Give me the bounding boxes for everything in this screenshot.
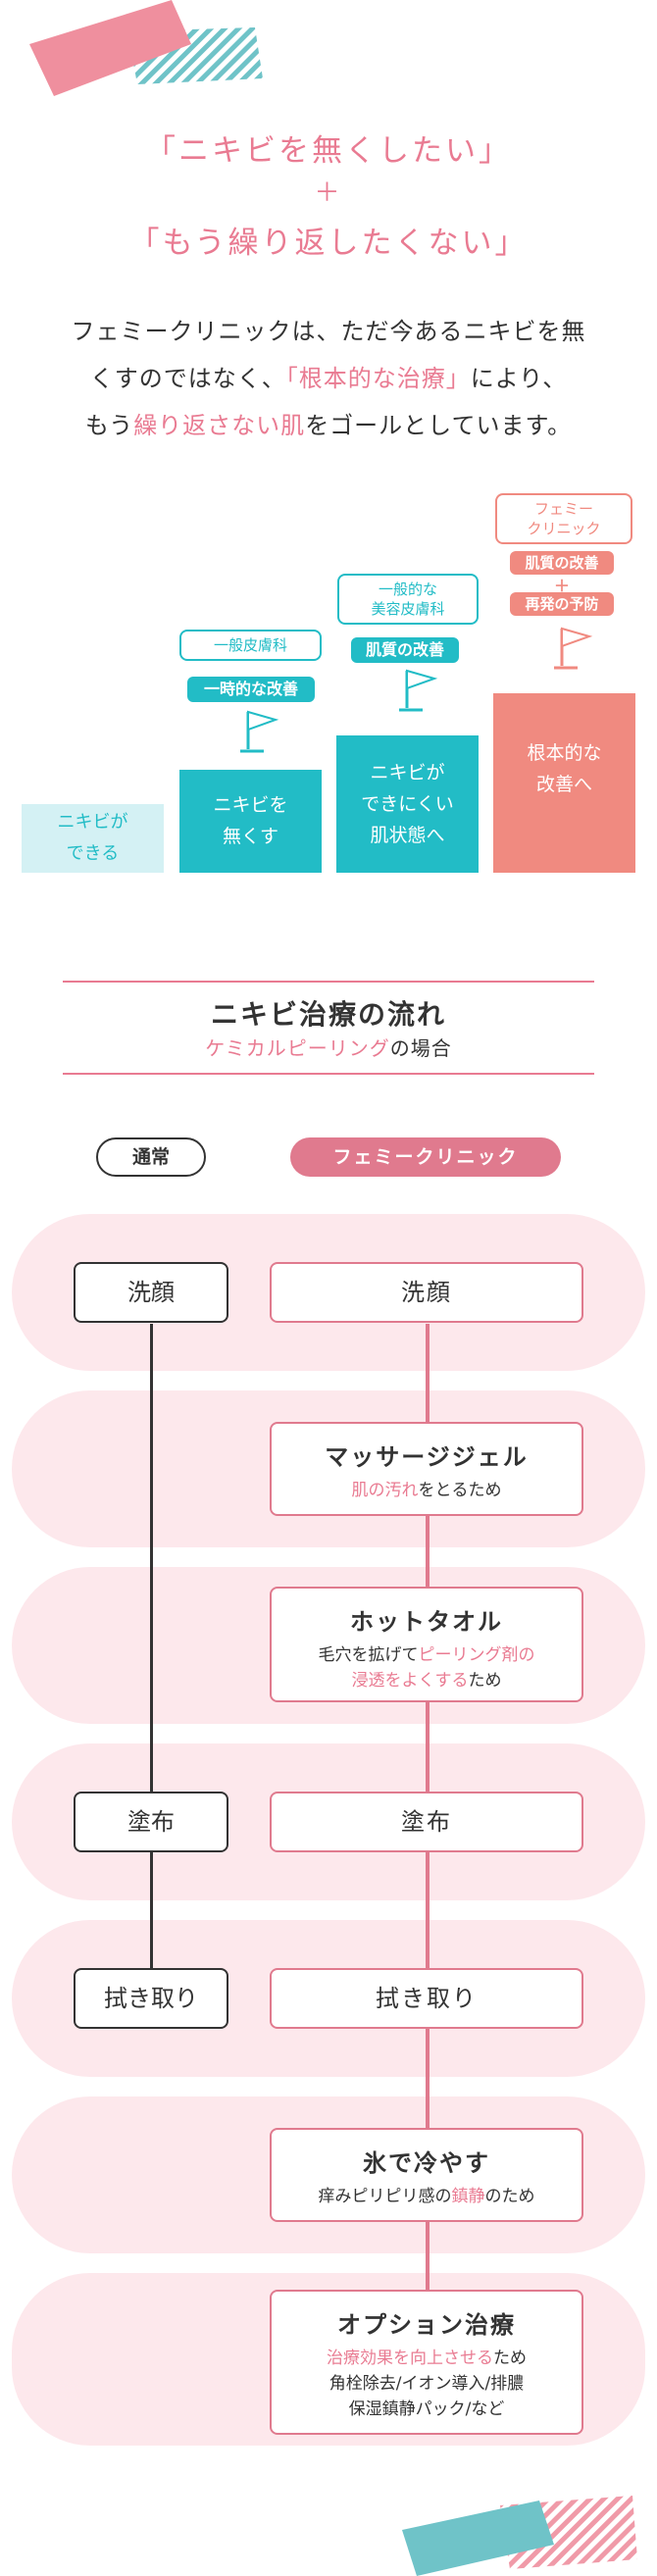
femy-clinic-label: フェミー クリニック: [495, 493, 632, 544]
clinic-step-hot-towel: ホットタオル 毛穴を拡げてピーリング剤の 浸透をよくするため: [270, 1587, 583, 1702]
skin-quality-improvement-pill: 肌質の改善: [510, 551, 614, 575]
step-description-highlight: 肌の汚れ: [351, 1481, 419, 1500]
step-description-highlight: 浸透をよくする: [351, 1671, 469, 1691]
recurrence-prevention-pill: 再発の予防: [510, 592, 614, 616]
step-description: 治療効果を向上させるため: [272, 2346, 581, 2371]
step-acne-forms-text: ニキビが できる: [22, 807, 164, 870]
step-diagram: ニキビが できる ニキビを 無くす ニキビが できにくい 肌状態へ 根本的な 改…: [0, 480, 657, 873]
step-remove-acne: ニキビを 無くす: [179, 770, 322, 873]
step-label: 無くす: [222, 826, 278, 847]
clinic-step-wash: 洗顔: [270, 1262, 583, 1323]
headline-line1: 「ニキビを無くしたい」: [145, 133, 512, 169]
flag-icon: [399, 669, 438, 712]
flow-subtitle: ケミカルピーリングの場合: [0, 1033, 657, 1061]
step-root-improvement-text: 根本的な 改善へ: [493, 737, 635, 800]
general-dermatology-label: 一般皮膚科: [179, 630, 322, 661]
step-title: 塗布: [401, 1808, 452, 1836]
step-remove-acne-text: ニキビを 無くす: [179, 789, 322, 852]
temporary-improvement-pill: 一時的な改善: [187, 677, 315, 702]
intro-line2: くすのではなく、「根本的な治療」により、: [0, 355, 657, 402]
label-line: クリニック: [527, 520, 601, 537]
tab-normal[interactable]: 通常: [96, 1137, 206, 1177]
step-acne-forms: ニキビが できる: [22, 804, 164, 873]
step-label: 肌状態へ: [370, 825, 445, 846]
tab-femy-clinic[interactable]: フェミークリニック: [290, 1137, 561, 1177]
step-description-text: 痒みピリピリ感の: [318, 2187, 452, 2206]
step-description: 痒みピリピリ感の鎮静のため: [272, 2184, 581, 2209]
plus-sign: ＋: [553, 577, 570, 595]
step-description-text: ため: [493, 2349, 527, 2368]
step-description-text: をとるため: [418, 1481, 502, 1500]
step-acne-resistant-skin: ニキビが できにくい 肌状態へ: [336, 735, 479, 873]
intro-paragraph: フェミークリニックは、ただ今あるニキビを無 くすのではなく、「根本的な治療」によ…: [0, 308, 657, 449]
headline-plus: ＋: [314, 178, 343, 208]
step-root-improvement: 根本的な 改善へ: [493, 693, 635, 873]
step-title: 拭き取り: [376, 1985, 478, 2012]
step-label: ニキビを: [213, 794, 288, 816]
flow-title: ニキビ治療の流れ: [210, 998, 446, 1031]
headline-line2: 「もう繰り返したくない」: [128, 226, 529, 261]
step-description: 肌の汚れをとるため: [272, 1478, 581, 1503]
normal-step-apply: 塗布: [74, 1792, 228, 1852]
step-description-text: 毛穴を拡げて: [318, 1645, 419, 1665]
section-divider-top: [63, 981, 594, 983]
general-cosmetic-dermatology-label: 一般的な 美容皮膚科: [337, 574, 479, 625]
intro-text: をゴールとしています。: [305, 412, 573, 439]
intro-text: くすのではなく、: [89, 365, 286, 392]
label-line: フェミー: [533, 500, 593, 518]
step-label: ニキビが: [370, 762, 445, 783]
clinic-step-ice-cooling: 氷で冷やす 痒みピリピリ感の鎮静のため: [270, 2128, 583, 2222]
section-divider-bottom: [63, 1073, 594, 1075]
flow-subtitle-rest: の場合: [389, 1036, 452, 1060]
step-title: オプション治療: [337, 2311, 516, 2339]
step-title: マッサージジェル: [325, 1443, 529, 1471]
step-title: 氷で冷やす: [363, 2149, 490, 2177]
label-line: 一般的な: [378, 581, 437, 598]
step-description: 毛穴を拡げてピーリング剤の: [272, 1642, 581, 1668]
normal-flow-line: [150, 1324, 153, 2010]
step-description-text: のため: [484, 2187, 535, 2206]
step-description: 浸透をよくするため: [272, 1668, 581, 1693]
intro-line1: フェミークリニックは、ただ今あるニキビを無: [71, 318, 586, 345]
step-description: 保湿鎮静パック/など: [348, 2399, 505, 2419]
step-title: 洗顔: [401, 1279, 452, 1306]
step-title: ホットタオル: [350, 1608, 503, 1636]
step-description-highlight: ピーリング剤の: [418, 1645, 535, 1665]
step-acne-resistant-text: ニキビが できにくい 肌状態へ: [336, 757, 479, 851]
step-description-highlight: 鎮静: [451, 2187, 485, 2206]
intro-highlight-no-recurrence: 繰り返さない肌: [133, 412, 306, 439]
clinic-step-apply: 塗布: [270, 1792, 583, 1852]
step-description-highlight: 治療効果を向上させる: [327, 2349, 493, 2368]
step-label: できにくい: [361, 793, 454, 815]
step-label: ニキビが: [57, 812, 128, 833]
clinic-step-wipe: 拭き取り: [270, 1968, 583, 2029]
step-description-text: ため: [468, 1671, 502, 1691]
flow-subtitle-highlight: ケミカルピーリング: [205, 1036, 390, 1060]
clinic-step-massage-gel: マッサージジェル 肌の汚れをとるため: [270, 1422, 583, 1516]
step-label: できる: [66, 843, 120, 864]
normal-step-wash: 洗顔: [74, 1262, 228, 1323]
bottom-tape-decoration: [402, 2496, 637, 2576]
flag-icon: [554, 627, 593, 670]
intro-line3: もう繰り返さない肌をゴールとしています。: [0, 402, 657, 449]
label-line: 美容皮膚科: [371, 600, 445, 618]
step-label: 改善へ: [535, 774, 592, 795]
step-description: 角栓除去/イオン導入/排膿: [328, 2374, 525, 2394]
intro-text: により、: [470, 365, 568, 392]
top-tape-decoration: [29, 0, 263, 96]
intro-text: もう: [84, 412, 134, 439]
intro-highlight-root-treatment: 「根本的な治療」: [285, 365, 471, 392]
step-label: 根本的な: [527, 742, 602, 764]
clinic-step-option-treatment: オプション治療 治療効果を向上させるため 角栓除去/イオン導入/排膿 保湿鎮静パ…: [270, 2290, 583, 2435]
flag-icon: [240, 710, 279, 753]
skin-quality-improvement-pill: 肌質の改善: [351, 637, 459, 663]
normal-step-wipe: 拭き取り: [74, 1968, 228, 2029]
